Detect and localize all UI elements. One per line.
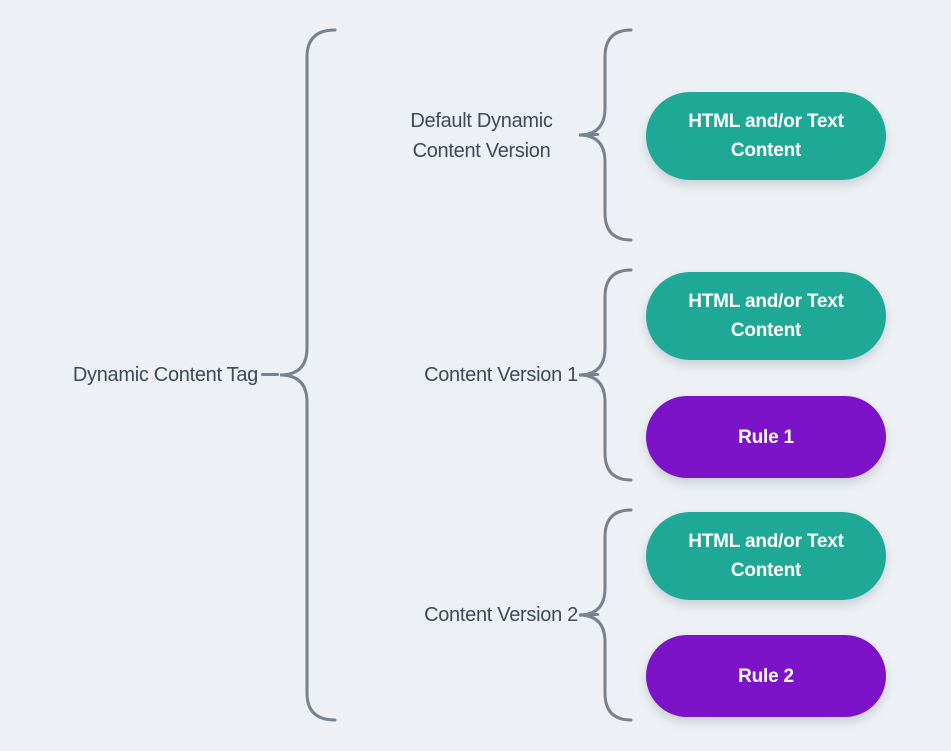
content-node-default-version: HTML and/or Text Content — [646, 92, 886, 180]
rule-node-2: Rule 2 — [646, 635, 886, 717]
branch-label-default-version: Default Dynamic Content Version — [410, 110, 553, 162]
root-connector-line — [261, 373, 279, 376]
rule-node-label: Rule 1 — [738, 426, 794, 448]
content-node-version-1: HTML and/or Text Content — [646, 272, 886, 360]
rule-node-1: Rule 1 — [646, 396, 886, 478]
root-brace-path — [279, 28, 337, 722]
content-node-version-2: HTML and/or Text Content — [646, 512, 886, 600]
branch-brace-path — [578, 28, 633, 242]
rule-node-label: Rule 2 — [738, 665, 794, 687]
root-label: Dynamic Content Tag — [72, 364, 258, 386]
branch-brace-path — [578, 268, 633, 482]
content-node-label: HTML and/or Text Content — [688, 291, 844, 341]
root-brace — [279, 28, 337, 722]
branch-brace-path — [578, 508, 633, 722]
branch-brace-version-1 — [578, 268, 633, 482]
branch-brace-default-version — [578, 28, 633, 242]
branch-label-version-1: Content Version 1 — [424, 364, 578, 386]
content-node-label: HTML and/or Text Content — [688, 531, 844, 581]
branch-brace-version-2 — [578, 508, 633, 722]
branch-label-version-2: Content Version 2 — [424, 604, 578, 626]
content-node-label: HTML and/or Text Content — [688, 111, 844, 161]
